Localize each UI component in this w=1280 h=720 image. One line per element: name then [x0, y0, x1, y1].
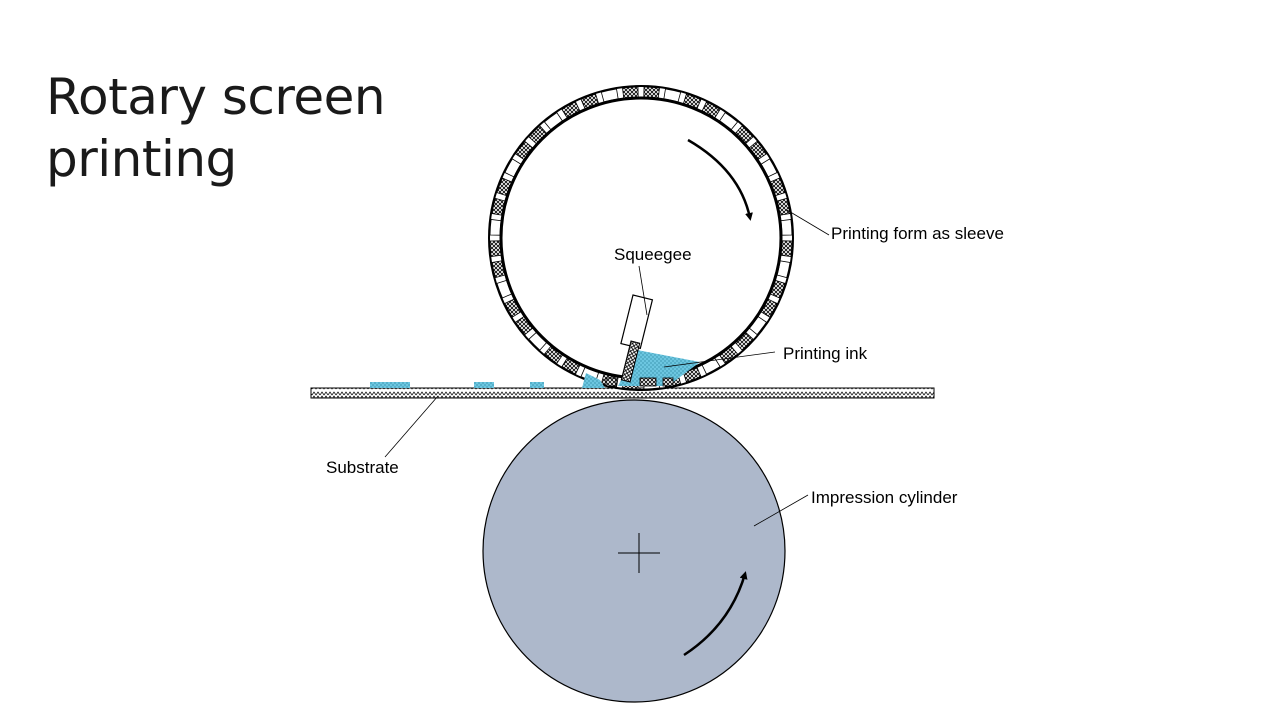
printing-ink-wedge	[618, 350, 700, 386]
deposited-ink	[370, 373, 605, 388]
squeegee	[620, 294, 654, 383]
sleeve-mesh-segment	[528, 125, 548, 145]
sleeve-open-segment	[489, 219, 502, 236]
label-printing-ink: Printing ink	[783, 344, 868, 363]
sleeve-mesh-segment	[489, 240, 502, 257]
label-squeegee: Squeegee	[614, 245, 692, 264]
impression-cylinder	[482, 399, 786, 703]
impression-rotation-arrow	[683, 571, 748, 657]
nip-detail	[605, 377, 674, 387]
squeegee-leader-line	[638, 265, 648, 316]
sleeve-mesh-segment	[780, 240, 793, 257]
sleeve-mesh-segment	[734, 125, 754, 145]
sleeve-rotation-arrow	[687, 138, 753, 221]
label-substrate: Substrate	[326, 458, 399, 477]
sleeve-mesh-segment	[622, 86, 639, 99]
sleeve-open-segment	[780, 219, 793, 236]
label-printing-form-sleeve: Printing form as sleeve	[831, 224, 1004, 243]
sleeve-leader-line	[786, 209, 830, 236]
slide-title: Rotary screen printing	[46, 66, 386, 190]
substrate-leader-line	[384, 395, 439, 458]
sleeve-mesh-segment	[734, 331, 754, 351]
title-line-2: printing	[46, 130, 237, 188]
ink-leader-line	[663, 351, 776, 368]
title-line-1: Rotary screen	[46, 68, 386, 126]
label-impression-cylinder: Impression cylinder	[811, 488, 958, 507]
sleeve-open-segment	[528, 331, 548, 351]
sleeve-mesh-segment	[643, 86, 660, 99]
impression-leader-line	[753, 494, 809, 527]
